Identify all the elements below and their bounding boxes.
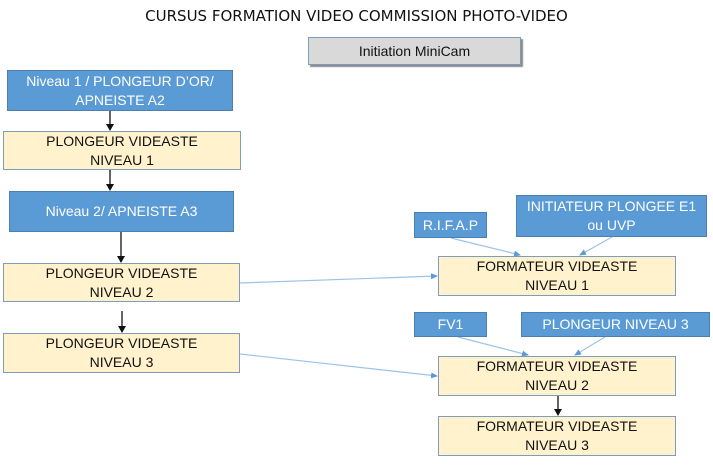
diagram-title: CURSUS FORMATION VIDEO COMMISSION PHOTO-… xyxy=(145,7,568,25)
prereq-niveau1-line1: Niveau 1 / PLONGEUR D’OR/ xyxy=(26,72,214,89)
formateur-videaste-n1-box: FORMATEUR VIDEASTE NIVEAU 1 xyxy=(438,256,676,296)
plongeur-videaste-n2-box: PLONGEUR VIDEASTE NIVEAU 2 xyxy=(3,263,240,302)
prereq-niveau2-line1: Niveau 2/ APNEISTE A3 xyxy=(45,203,198,219)
prereq-niveau1-box: Niveau 1 / PLONGEUR D’OR/ APNEISTE A2 xyxy=(7,70,233,111)
plongeur-niveau3-label: PLONGEUR NIVEAU 3 xyxy=(542,316,689,332)
plongeur-videaste-n2-line1: PLONGEUR VIDEASTE xyxy=(45,264,198,281)
fv1-label: FV1 xyxy=(437,316,464,332)
arrow-rifap-to-formateur1 xyxy=(450,237,521,257)
arrow-fv1-to-formateur2 xyxy=(457,336,529,357)
arrow-initiateur-to-formateur1 xyxy=(579,236,613,256)
plongeur-videaste-n3-line1: PLONGEUR VIDEASTE xyxy=(45,335,198,351)
plongeur-videaste-n3-line2: NIVEAU 3 xyxy=(89,354,154,370)
plongeur-videaste-n1-line1: PLONGEUR VIDEASTE xyxy=(46,132,198,149)
initiateur-line1: INITIATEUR PLONGEE E1 xyxy=(526,198,697,214)
arrow-plongeurn3-to-formateur2 xyxy=(574,336,606,356)
initiateur-box: INITIATEUR PLONGEE E1 ou UVP xyxy=(516,195,707,237)
initiation-minicam-label: Initiation MiniCam xyxy=(358,42,471,59)
formateur-videaste-n2-line2: NIVEAU 2 xyxy=(525,377,589,393)
formateur-videaste-n2-box: FORMATEUR VIDEASTE NIVEAU 2 xyxy=(438,356,676,396)
formateur-videaste-n3-line2: NIVEAU 3 xyxy=(525,437,589,453)
formateur-videaste-n3-line1: FORMATEUR VIDEASTE xyxy=(476,418,638,434)
plongeur-niveau3-box: PLONGEUR NIVEAU 3 xyxy=(521,312,710,337)
plongeur-videaste-n1-box: PLONGEUR VIDEASTE NIVEAU 1 xyxy=(3,131,241,170)
formateur-videaste-n1-line1: FORMATEUR VIDEASTE xyxy=(476,258,638,274)
prereq-niveau1-line2: APNEISTE A2 xyxy=(75,91,165,108)
plongeur-videaste-n2-line2: NIVEAU 2 xyxy=(89,283,154,300)
fv1-box: FV1 xyxy=(414,312,487,337)
plongeur-videaste-n3-box: PLONGEUR VIDEASTE NIVEAU 3 xyxy=(3,333,240,373)
arrow-videaste2-to-formateur1 xyxy=(239,273,438,284)
formateur-videaste-n1-line2: NIVEAU 1 xyxy=(525,277,589,293)
prereq-niveau2-box: Niveau 2/ APNEISTE A3 xyxy=(9,191,234,232)
formateur-videaste-n3-box: FORMATEUR VIDEASTE NIVEAU 3 xyxy=(438,416,676,456)
rifap-label: R.I.F.A.P xyxy=(422,216,479,233)
initiateur-line2: ou UVP xyxy=(587,217,636,233)
arrow-videaste3-to-formateur2 xyxy=(239,353,438,379)
plongeur-videaste-n1-line2: NIVEAU 1 xyxy=(90,151,154,168)
formateur-videaste-n2-line1: FORMATEUR VIDEASTE xyxy=(476,358,638,374)
rifap-box: R.I.F.A.P xyxy=(414,212,487,238)
initiation-minicam-box: Initiation MiniCam xyxy=(308,37,521,65)
